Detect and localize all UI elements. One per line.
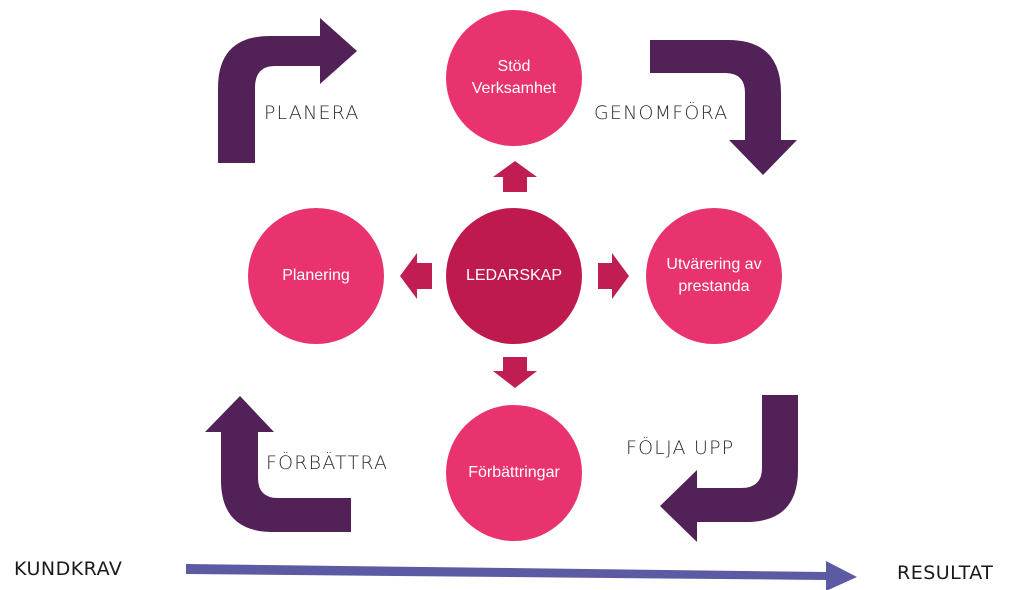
cycle-arrow-do — [650, 40, 797, 175]
node-forbattringar: Förbättringar — [446, 405, 582, 541]
node-planering: Planering — [248, 208, 384, 344]
node-planering-label: Planering — [282, 267, 350, 285]
phase-label-act: FÖRBÄTTRA — [266, 452, 389, 474]
cycle-arrow-plan — [218, 18, 357, 163]
timeline-arrow — [186, 561, 857, 590]
arrow-left-small — [400, 253, 432, 299]
arrow-right-small — [598, 253, 629, 299]
node-forbattringar-label: Förbättringar — [468, 464, 560, 482]
timeline-start-label: KUNDKRAV — [14, 558, 123, 580]
arrow-up-small — [493, 161, 537, 192]
phase-label-check: FÖLJA UPP — [626, 437, 735, 459]
phase-label-do: GENOMFÖRA — [594, 102, 729, 124]
cycle-arrow-act — [205, 396, 351, 532]
node-ledarskap: LEDARSKAP — [446, 208, 582, 344]
cycle-arrow-check — [660, 395, 798, 542]
phase-label-plan: PLANERA — [264, 102, 360, 124]
node-ledarskap-label: LEDARSKAP — [465, 267, 563, 285]
node-utvardering-label: Utvärering av prestanda — [666, 256, 762, 295]
timeline-end-label: RESULTAT — [897, 562, 994, 584]
node-stod-verksamhet: Stöd Verksamhet — [446, 10, 582, 146]
node-utvardering: Utvärering av prestanda — [646, 208, 782, 344]
arrow-down-small — [493, 357, 537, 388]
node-stod-verksamhet-label: Stöd Verksamhet — [471, 58, 557, 97]
